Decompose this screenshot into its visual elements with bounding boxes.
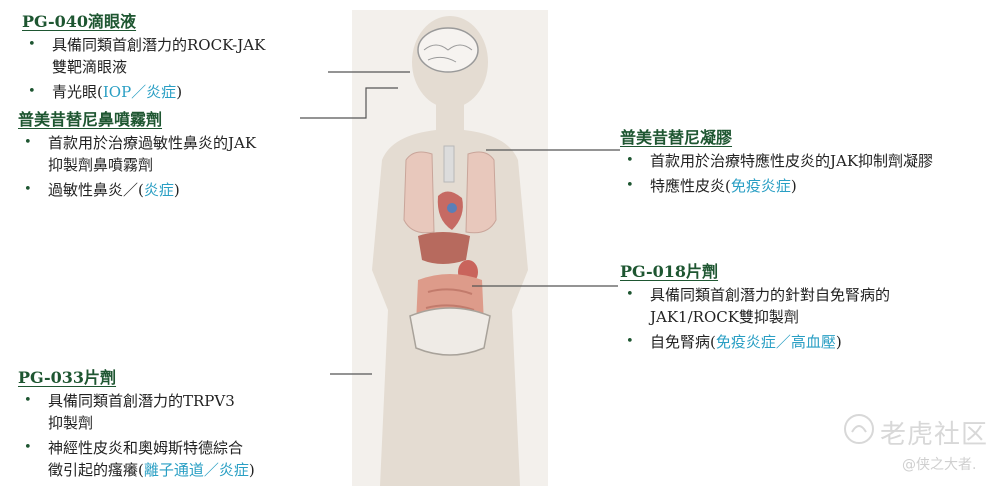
bullet-item: 自免腎病(免疫炎症／高血壓): [620, 331, 1000, 353]
leader-line-nasal-spray: [300, 87, 398, 119]
bullet-item: 青光眼(IOP／炎症): [22, 81, 342, 103]
bullet-line: 具備同類首創潛力的TRPV3: [48, 392, 235, 410]
pelvis-icon: [409, 307, 491, 356]
bullet-line: 抑製劑: [48, 414, 94, 432]
indication-text: 特應性皮炎(: [650, 177, 731, 195]
indication-close: ): [248, 461, 255, 479]
bullet-item: 特應性皮炎(免疫炎症): [620, 175, 1000, 197]
bullet-line: 神經性皮炎和奧姆斯特德綜合: [48, 439, 244, 457]
drug-block-pg018: PG-018片劑 具備同類首創潛力的針對自免腎病的 JAK1/ROCK雙抑製劑 …: [620, 262, 1000, 356]
drug-block-nasal-spray: 普美昔替尼鼻噴霧劑 首款用於治療過敏性鼻炎的JAK 抑製劑鼻噴霧劑 過敏性鼻炎／…: [18, 110, 338, 204]
drug-title: PG-040滴眼液: [22, 12, 137, 31]
bullet-item: 過敏性鼻炎／(炎症): [18, 179, 338, 201]
indication-close: ): [176, 83, 183, 101]
drug-title: 普美昔替尼凝膠: [620, 128, 733, 147]
heart-icon: [437, 191, 463, 230]
drug-block-pg040: PG-040滴眼液 具備同類首創潛力的ROCK-JAK 雙靶滴眼液 青光眼(IO…: [22, 12, 342, 106]
drug-block-pg033: PG-033片劑 具備同類首創潛力的TRPV3 抑製劑 神經性皮炎和奧姆斯特德綜…: [18, 368, 348, 484]
brain-icon: [417, 27, 479, 73]
drug-title: 普美昔替尼鼻噴霧劑: [18, 110, 163, 129]
indication-text: 徵引起的瘙癢(: [48, 461, 144, 479]
bullet-item: 首款用於治療過敏性鼻炎的JAK 抑製劑鼻噴霧劑: [18, 132, 338, 176]
indication-category: 炎症: [143, 181, 174, 199]
bullet-item: 首款用於治療特應性皮炎的JAK抑制劑凝膠: [620, 150, 1000, 172]
bullet-item: 具備同類首創潛力的ROCK-JAK 雙靶滴眼液: [22, 34, 342, 78]
tiger-logo-icon: [844, 414, 874, 444]
drug-title: PG-033片劑: [18, 368, 117, 387]
bullet-line: 具備同類首創潛力的針對自免腎病的: [650, 286, 891, 304]
indication-text: 自免腎病(: [650, 333, 716, 351]
indication-category: IOP／炎症: [102, 83, 177, 101]
liver-icon: [418, 232, 470, 264]
bullet-line: 抑製劑鼻噴霧劑: [48, 156, 154, 174]
indication-close: ): [835, 333, 842, 351]
bullet-line: 雙靶滴眼液: [52, 58, 128, 76]
bullet-line: 首款用於治療特應性皮炎的JAK抑制劑凝膠: [650, 152, 934, 170]
indication-close: ): [790, 177, 797, 195]
drug-block-gel: 普美昔替尼凝膠 首款用於治療特應性皮炎的JAK抑制劑凝膠 特應性皮炎(免疫炎症): [620, 128, 1000, 200]
bullet-line: 具備同類首創潛力的ROCK-JAK: [52, 36, 266, 54]
indication-category: 免疫炎症／高血壓: [715, 333, 836, 351]
indication-category: 免疫炎症: [730, 177, 791, 195]
drug-title: PG-018片劑: [620, 262, 719, 281]
indication-category: 離子通道／炎症: [143, 461, 249, 479]
watermark-text: 老虎社区: [880, 420, 989, 450]
watermark-handle: @侠之大者.: [902, 457, 977, 473]
human-body-illustration: [352, 10, 548, 486]
bullet-item: 具備同類首創潛力的TRPV3 抑製劑: [18, 390, 348, 434]
bullet-line: JAK1/ROCK雙抑製劑: [650, 308, 799, 326]
bullet-item: 具備同類首創潛力的針對自免腎病的 JAK1/ROCK雙抑製劑: [620, 284, 1000, 328]
indication-text: 青光眼(: [52, 83, 103, 101]
bullet-item: 神經性皮炎和奧姆斯特德綜合 徵引起的瘙癢(離子通道／炎症): [18, 437, 348, 481]
indication-close: ): [173, 181, 180, 199]
lungs-icon: [403, 145, 497, 234]
indication-text: 過敏性鼻炎／(: [48, 181, 144, 199]
bullet-line: 首款用於治療過敏性鼻炎的JAK: [48, 134, 257, 152]
